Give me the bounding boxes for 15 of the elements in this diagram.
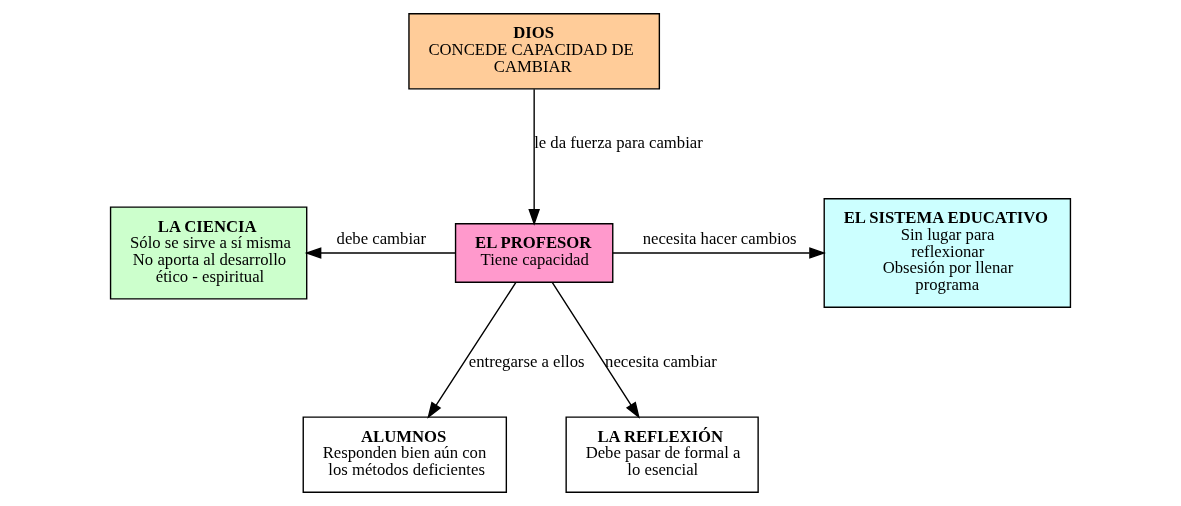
arrow [528,88,540,226]
node-box: ALUMNOS Responden bien aún con los métodos deficientes [302,416,508,493]
node-box: EL SISTEMA EDUCATIVO Sin lugar para reflexionar Obsesión por llenar programa [823,198,1072,308]
edge-label: entregarse a ellos [468,351,585,371]
node-box: EL PROFESOR Tiene capacidad [454,223,614,283]
edge-label: debe cambiar [336,229,427,249]
arrow [427,281,517,419]
node-box: LA CIENCIA Sólo se sirve a sí misma No aporta al desarrollo ético - espiritual [109,206,308,300]
arrow [551,281,640,419]
edge-label: necesita hacer cambios [642,229,797,249]
arrow [612,247,826,259]
arrow [304,247,457,259]
edge-label: necesita cambiar [605,351,717,371]
node-box: LA REFLEXIÓN Debe pasar de formal a lo esencial [565,416,759,493]
node-box: DIOS CONCEDE CAPACIDAD DE CAMBIAR [408,13,661,90]
